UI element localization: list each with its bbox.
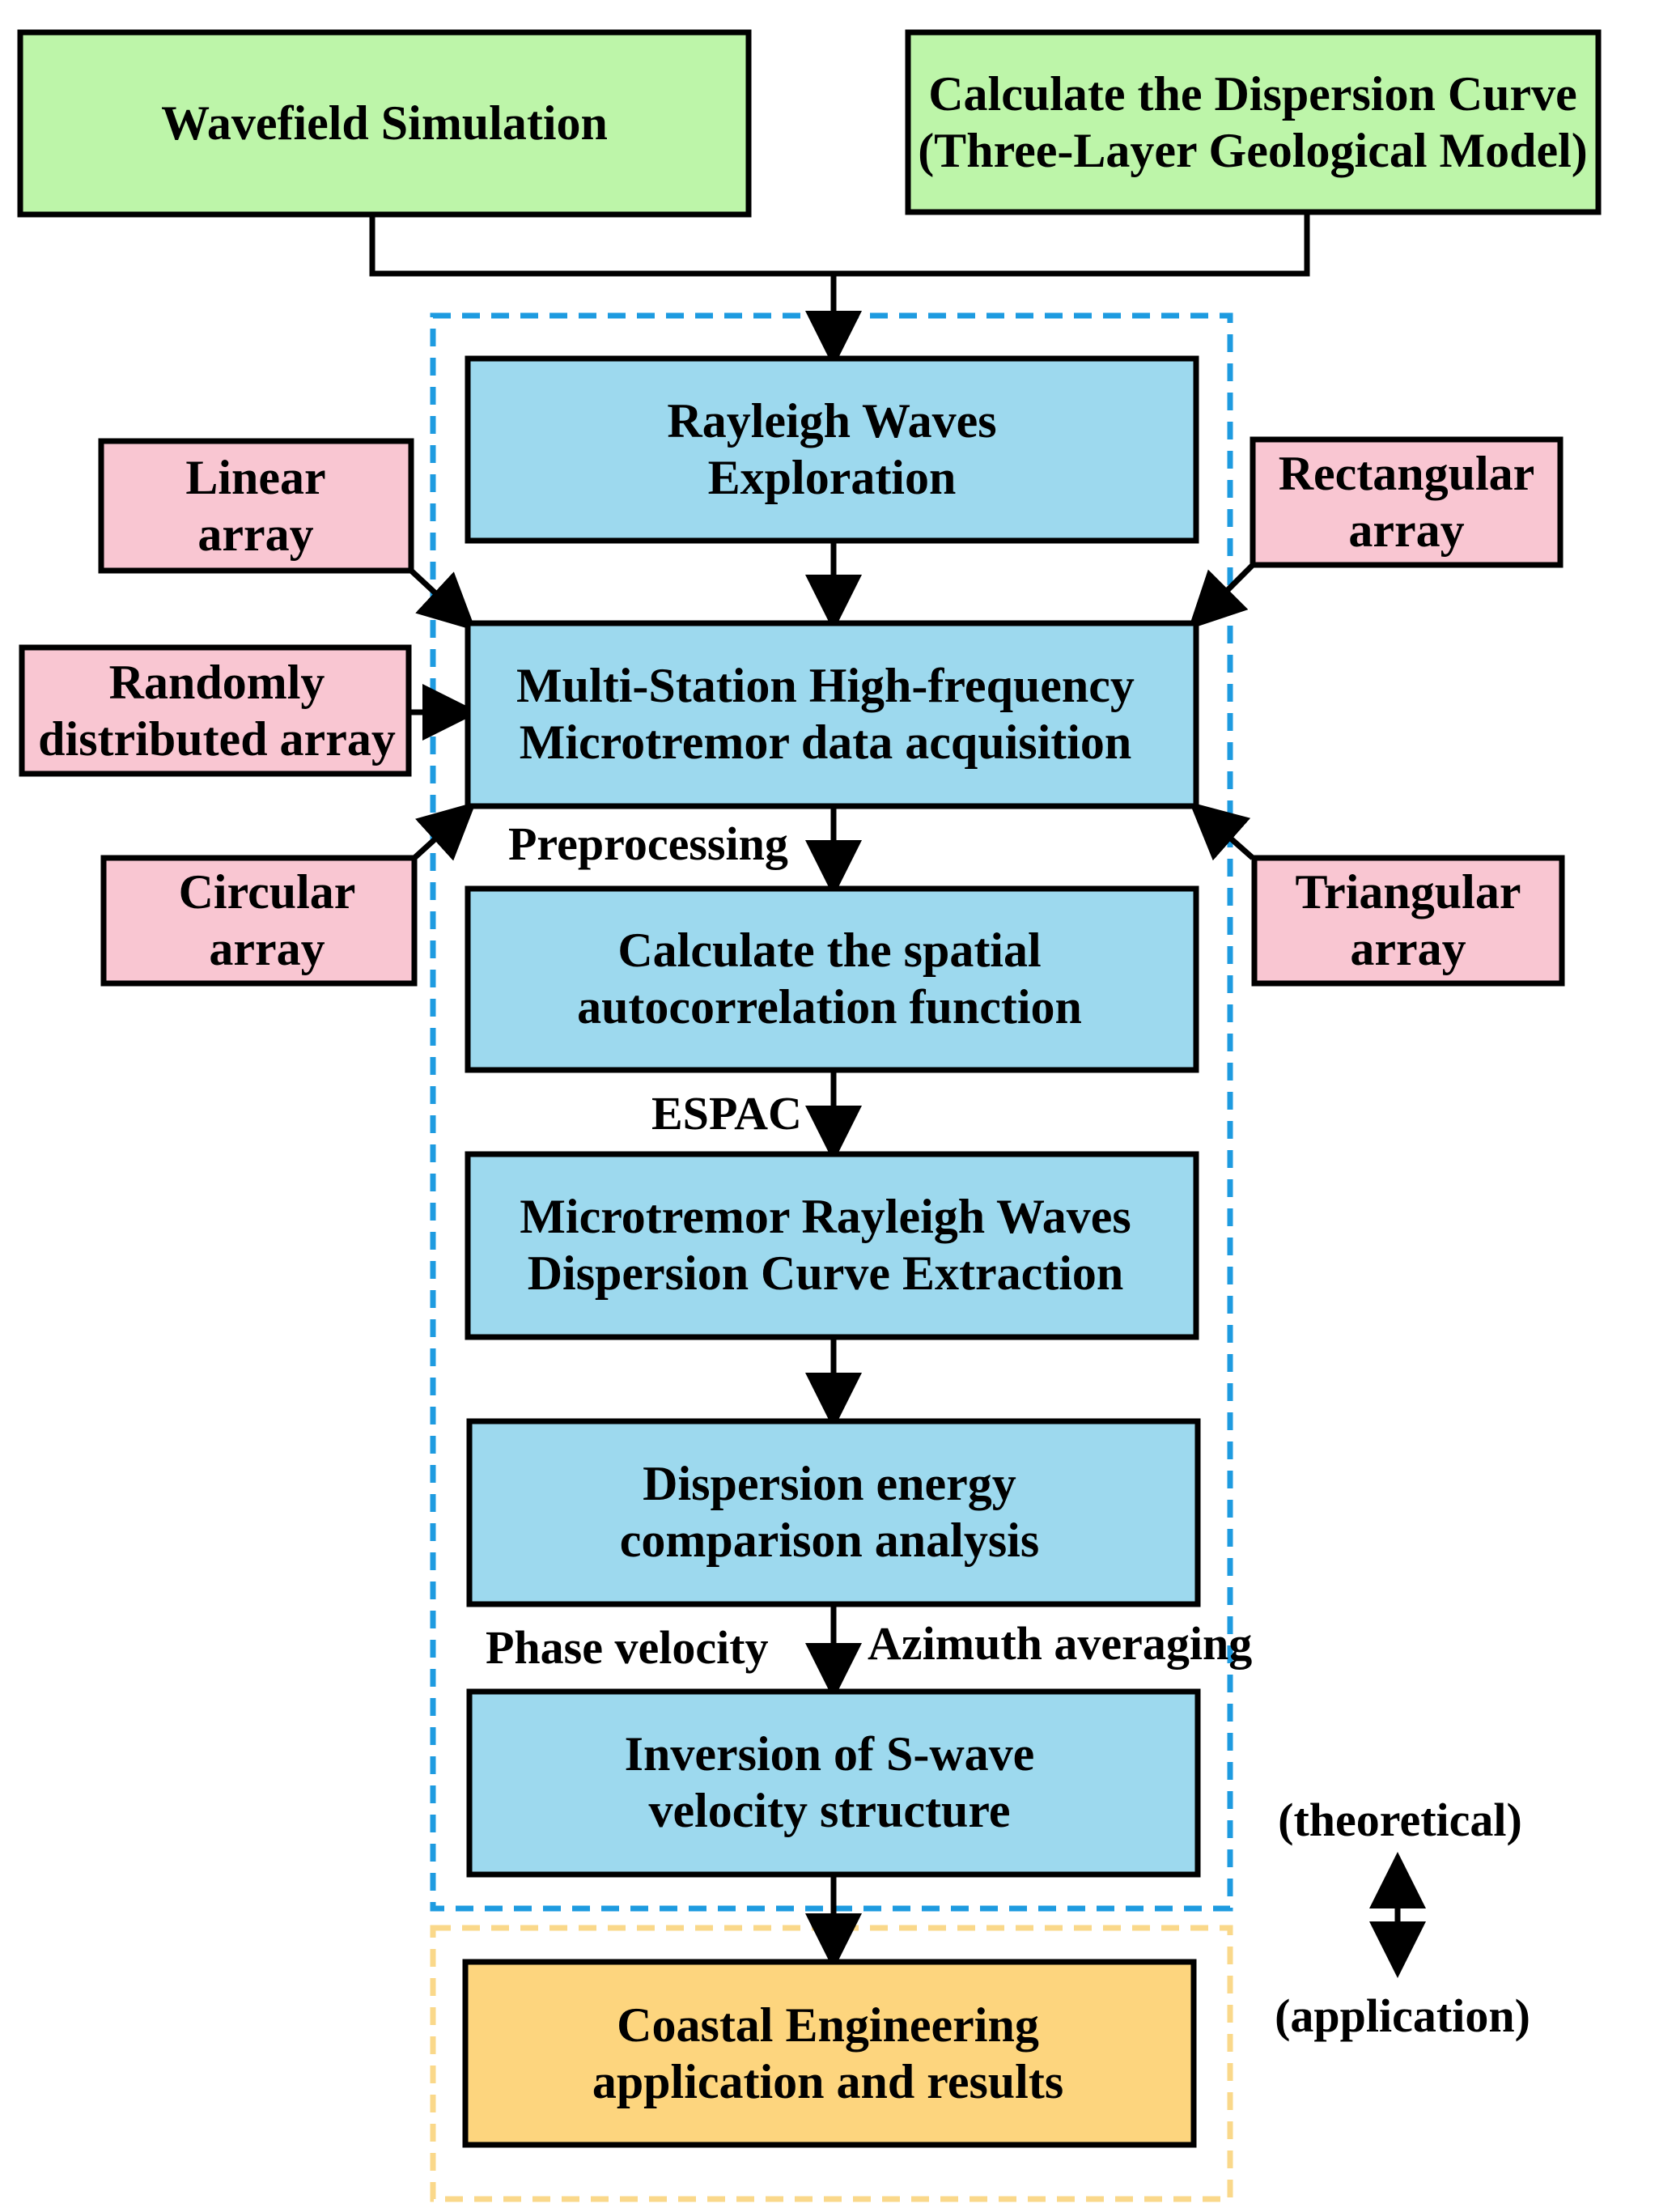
preprocessing-label: Preprocessing <box>508 817 788 870</box>
box-text-line: Dispersion energy <box>643 1457 1016 1510</box>
dispersion-curve-box: Calculate the Dispersion Curve(Three-Lay… <box>905 29 1602 215</box>
box-text-line: Calculate the spatial <box>617 923 1041 977</box>
wavefield-simulation-text: Wavefield Simulation <box>161 96 608 150</box>
application-label: (application) <box>1275 1989 1530 2042</box>
box-text-line: autocorrelation function <box>577 980 1082 1034</box>
box-text-line: Wavefield Simulation <box>161 96 608 150</box>
application-region-border <box>430 1925 1233 2202</box>
box-text-line: Microtremor Rayleigh Waves <box>520 1190 1131 1243</box>
box-text-line: distributed array <box>38 712 396 766</box>
box-text-line: Exploration <box>708 451 957 504</box>
box-text-line: Calculate the Dispersion Curve <box>928 67 1577 121</box>
box-text-line: comparison analysis <box>620 1514 1039 1567</box>
espac-label: ESPAC <box>651 1087 802 1140</box>
box-text-line: array <box>1350 922 1466 975</box>
box-text-line: array <box>1348 503 1464 557</box>
box-text-line: Dispersion Curve Extraction <box>528 1246 1124 1300</box>
wavefield-simulation-box: Wavefield Simulation <box>17 29 752 218</box>
box-text-line: array <box>197 507 313 561</box>
azimuth-averaging-label: Azimuth averaging <box>868 1617 1252 1670</box>
box-text-line: Randomly <box>109 656 325 709</box>
wavefield-connector <box>369 214 834 277</box>
box-text-line: application and results <box>592 2055 1063 2108</box>
box-text-line: Rectangular <box>1279 447 1535 500</box>
phase-velocity-label: Phase velocity <box>486 1621 769 1674</box>
connectors <box>369 212 1426 1978</box>
arrow-triangular-to-acquisition <box>1189 801 1255 861</box>
theoretical-label: (theoretical) <box>1278 1794 1522 1846</box>
box-text-line: Triangular <box>1296 865 1521 919</box>
box-text-line: array <box>209 922 325 975</box>
box-text-line: Inversion of S-wave <box>625 1727 1035 1781</box>
dispersion-curve-text: Calculate the Dispersion Curve(Three-Lay… <box>918 67 1588 177</box>
arrow-circular-to-acquisition <box>412 801 477 861</box>
box-text-line: (Three-Layer Geological Model) <box>918 124 1588 177</box>
box-text-line: Circular <box>179 865 356 919</box>
dispersion-curve-connector <box>834 212 1310 277</box>
box-text-line: Multi-Station High-frequency <box>516 659 1135 712</box>
box-text-line: Microtremor data acquisition <box>520 715 1132 769</box>
box-text-line: Linear <box>185 451 325 504</box>
arrow-rectangular-to-acquisition <box>1188 563 1255 630</box>
box-text-line: velocity structure <box>648 1784 1010 1837</box>
box-text-line: Coastal Engineering <box>617 1998 1039 2052</box>
box-text-line: Rayleigh Waves <box>667 394 996 448</box>
arrow-linear-to-acquisition <box>409 568 477 631</box>
